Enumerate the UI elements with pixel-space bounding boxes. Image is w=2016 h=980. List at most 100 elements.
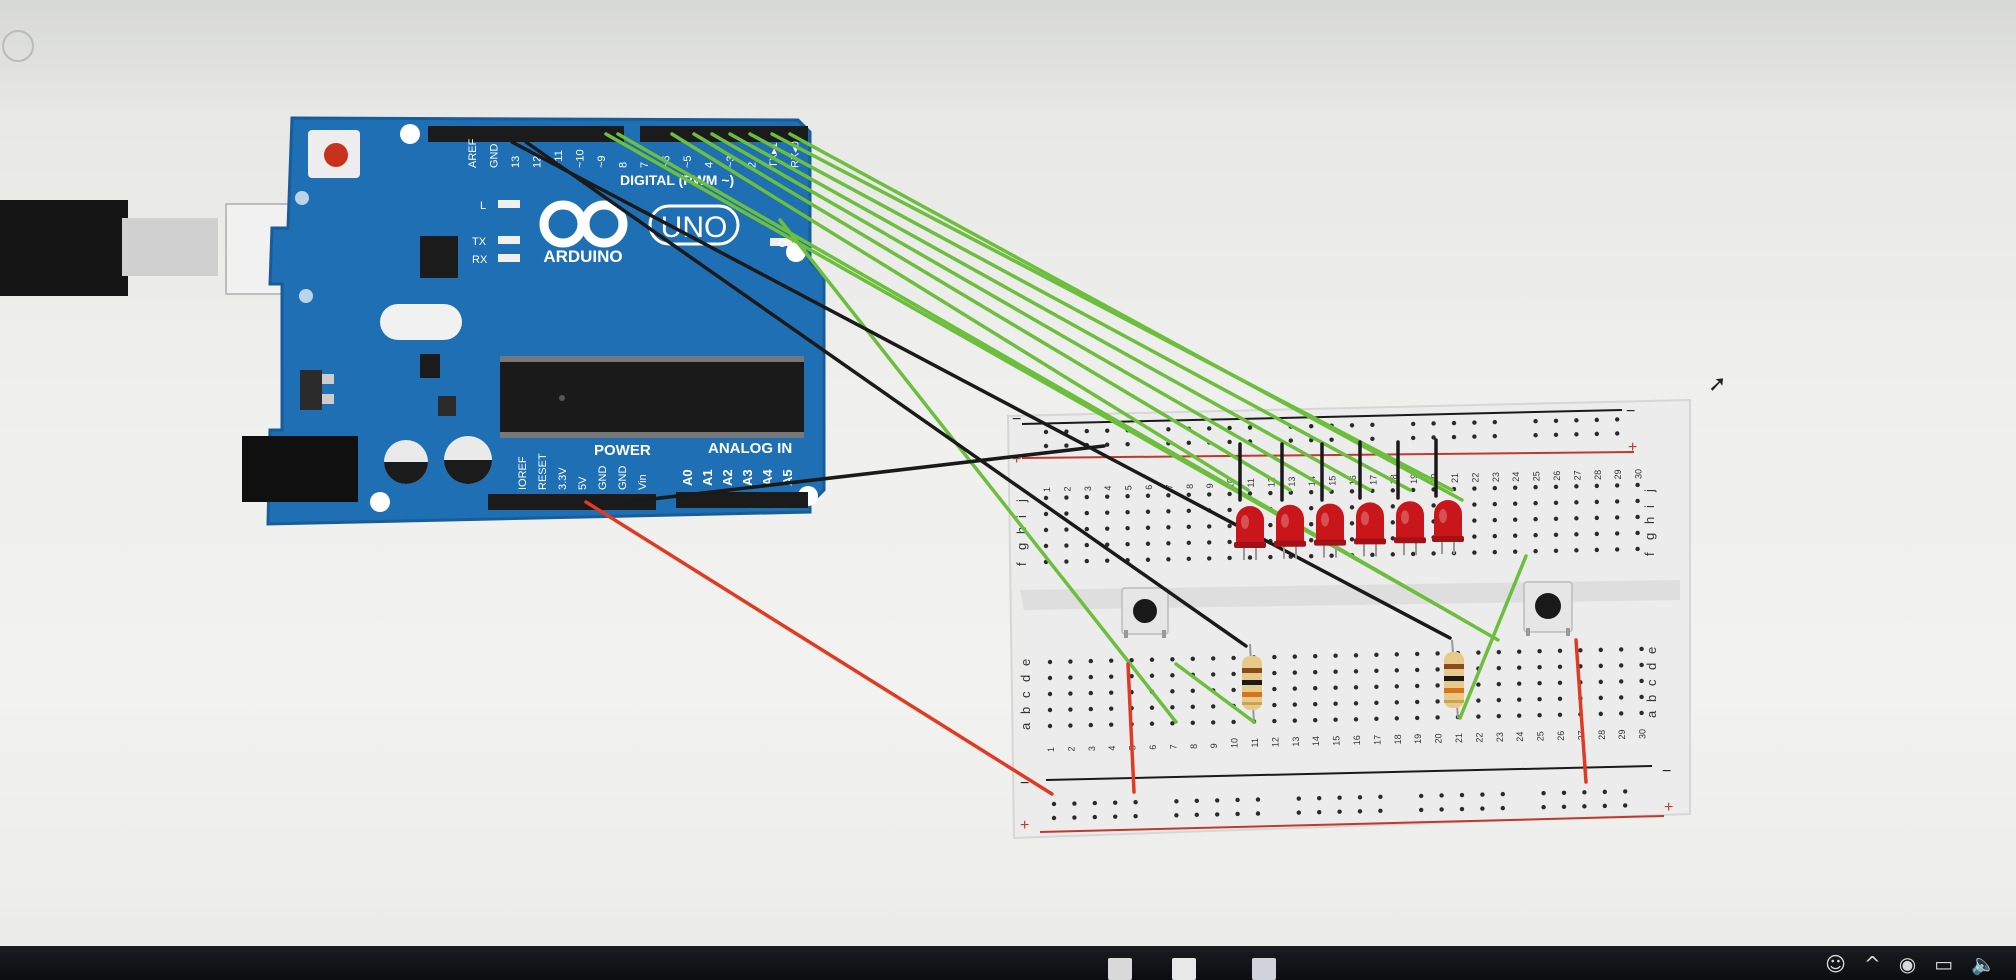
resistor-2[interactable] [1444,639,1464,719]
row-letter: f [1642,552,1657,556]
column-number: 26 [1552,471,1562,481]
red-led[interactable] [1314,503,1346,558]
digital-pin-label: 8 [618,162,630,168]
analog-pin-label: A0 [680,469,695,486]
network-icon[interactable]: ◉ [1898,952,1917,976]
volume-icon[interactable]: 🔈 [1971,952,1996,976]
analog-header [676,492,808,508]
power-pin-label: Vin [637,474,649,490]
digital-pin-label: ~10 [575,149,587,168]
led-label-l: L [480,200,486,212]
people-icon[interactable]: ☺ [1825,952,1846,976]
column-number: 18 [1393,734,1403,744]
column-number: 5 [1124,485,1134,490]
taskbar-app[interactable] [1172,958,1196,980]
taskbar-app[interactable] [1252,958,1276,980]
top-minus-rail [1021,409,1623,425]
column-number: 22 [1474,733,1484,743]
svg-text:−: − [555,214,566,234]
led-array[interactable] [1234,500,1464,560]
column-number: 4 [1107,746,1117,751]
power-pin-label: RESET [537,453,549,490]
row-letter: e [1644,647,1659,654]
digital-header-left [428,126,624,142]
column-number: 10 [1226,478,1236,488]
column-number: 3 [1087,746,1097,751]
push-button-2[interactable] [1523,581,1573,636]
digital-pin-label: ~5 [682,155,694,168]
green-wires[interactable] [604,132,1528,724]
column-number: 26 [1556,731,1566,741]
column-number: 6 [1148,745,1158,750]
power-header [488,494,656,510]
analog-pin-label: A1 [700,469,715,486]
column-number: 1 [1046,747,1056,752]
bottom-minus-rail [1045,765,1653,781]
led-label-tx: TX [472,236,487,248]
analog-pin-label: A3 [740,469,755,486]
column-number: 19 [1409,474,1419,484]
digital-pin-label: GND [489,144,501,169]
digital-pin-label: 13 [510,156,522,168]
power-pin-label: IOREF [517,456,529,490]
brand-label: ARDUINO [543,247,622,266]
column-number: 25 [1536,731,1546,741]
row-letter: a [1018,722,1033,730]
rail-plus-label-tl: + [1012,451,1021,468]
power-pin-label: GND [617,466,629,491]
column-number: 28 [1597,730,1607,740]
column-number: 12 [1270,737,1280,747]
top-plus-rail [1021,451,1635,459]
row-letter: d [1018,675,1033,682]
column-number: 24 [1511,472,1521,482]
red-led[interactable] [1234,506,1266,560]
red-led[interactable] [1394,501,1426,556]
column-number: 4 [1103,486,1113,491]
rail-minus-label-bl: − [1020,775,1029,792]
arduino-board[interactable]: − + UNO ARDUINO DIGITAL (PWM ~) ON POWER… [242,116,826,526]
power-label: POWER [594,442,651,459]
resistor-1[interactable] [1242,643,1262,725]
column-number: 27 [1572,470,1582,480]
digital-pin-label: 2 [747,162,759,168]
column-number: 30 [1638,729,1648,739]
column-number: 20 [1434,733,1444,743]
uno-badge [648,204,740,246]
battery-icon[interactable]: ▭ [1934,952,1954,976]
chevron-up-icon[interactable]: ^ [1863,952,1881,976]
column-number: 29 [1617,729,1627,739]
black-wires[interactable] [510,140,1452,648]
red-led[interactable] [1432,500,1464,554]
arduino-logo [539,200,628,248]
bottom-plus-rail [1039,815,1665,833]
column-number: 22 [1470,473,1480,483]
red-led[interactable] [1274,504,1306,559]
red-wires[interactable] [584,500,1588,796]
on-label: ON [778,238,795,250]
taskbar-app[interactable] [1108,958,1132,980]
column-number: 21 [1454,733,1464,743]
red-led[interactable] [1354,502,1386,557]
column-number: 8 [1189,744,1199,749]
atmega-chip [500,362,804,432]
row-letter: g [1014,543,1029,550]
power-jack [242,436,358,502]
zoom-fit-icon[interactable] [2,30,34,62]
column-number: 6 [1144,485,1154,490]
column-number: 14 [1311,736,1321,746]
row-letter: b [1644,695,1659,702]
digital-header-right [640,126,808,142]
column-number: 7 [1168,744,1178,749]
rail-plus-label-bl: + [1020,817,1029,834]
push-button-1[interactable] [1121,587,1169,638]
power-pin-label: GND [597,466,609,491]
column-number: 9 [1209,743,1219,748]
row-letter: i [1642,505,1657,508]
column-number: 23 [1495,732,1505,742]
